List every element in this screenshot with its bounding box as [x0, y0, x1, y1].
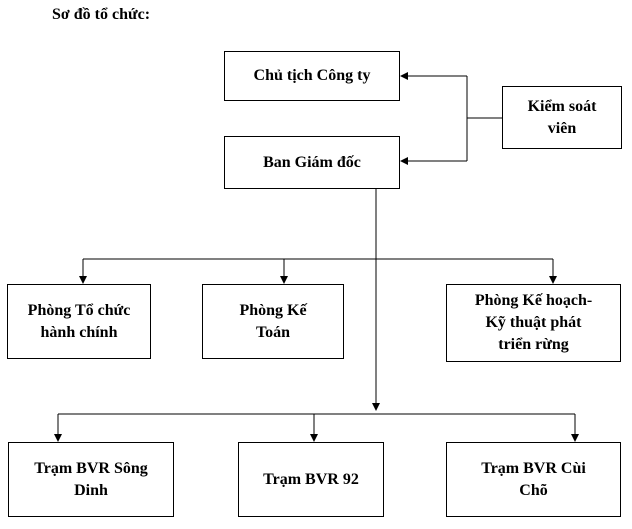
node-supervisor: Kiểm soát viên — [502, 86, 622, 149]
node-station-song-dinh: Trạm BVR Sông Dinh — [8, 442, 174, 517]
node-board-of-directors: Ban Giám đốc — [224, 136, 400, 189]
node-chairman: Chủ tịch Công ty — [224, 51, 400, 101]
node-station-92: Trạm BVR 92 — [238, 442, 384, 517]
node-station-cui-cho: Trạm BVR Cùi Chõ — [446, 442, 621, 517]
node-dept-planning: Phòng Kế hoạch- Kỹ thuật phát triển rừng — [446, 284, 621, 362]
node-dept-admin: Phòng Tổ chức hành chính — [7, 284, 151, 359]
diagram-title: Sơ đồ tổ chức: — [52, 6, 151, 23]
node-dept-accounting: Phòng Kế Toán — [202, 284, 344, 359]
